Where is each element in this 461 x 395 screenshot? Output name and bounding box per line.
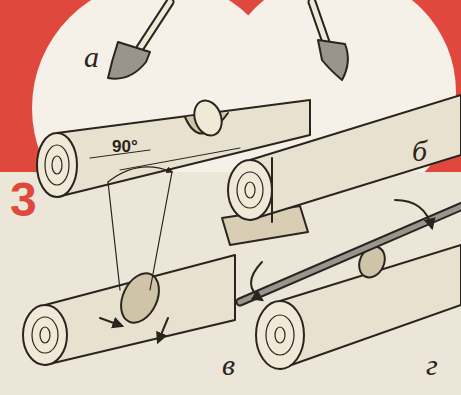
axe-handle [140, 2, 170, 48]
tree-ring [32, 317, 58, 353]
log-end [37, 133, 77, 197]
log-end [23, 305, 67, 365]
panel-letter: г [426, 350, 438, 380]
rotation-arrow [395, 200, 432, 228]
log-end [228, 160, 272, 220]
log-body [250, 95, 461, 220]
rotation-arrow [251, 262, 262, 300]
motion-arrow [100, 318, 122, 326]
angle-arc [108, 167, 172, 182]
motion-arrow [158, 318, 168, 342]
tree-ring [52, 156, 62, 174]
panel-letter: б [412, 136, 427, 166]
tree-ring [237, 172, 263, 208]
tree-ring [40, 327, 50, 343]
axe-handle [140, 2, 170, 48]
axe-head [108, 42, 150, 79]
log-notch [114, 267, 167, 328]
figure-number: 3 [10, 176, 37, 224]
angle-label: 90° [112, 138, 138, 155]
cut-line [271, 158, 273, 222]
angle-line [108, 172, 172, 290]
tree-ring [275, 327, 285, 343]
log-end [256, 301, 304, 369]
lever-pole [240, 205, 461, 302]
axe-head [318, 40, 348, 80]
tree-ring [266, 315, 294, 355]
log-body [45, 255, 235, 365]
panel-letter: а [84, 42, 99, 72]
panel-letter: в [222, 350, 235, 380]
wood-chip [190, 97, 227, 140]
tree-ring [245, 182, 255, 198]
tree-ring [45, 145, 69, 185]
lever-pole [240, 205, 461, 302]
